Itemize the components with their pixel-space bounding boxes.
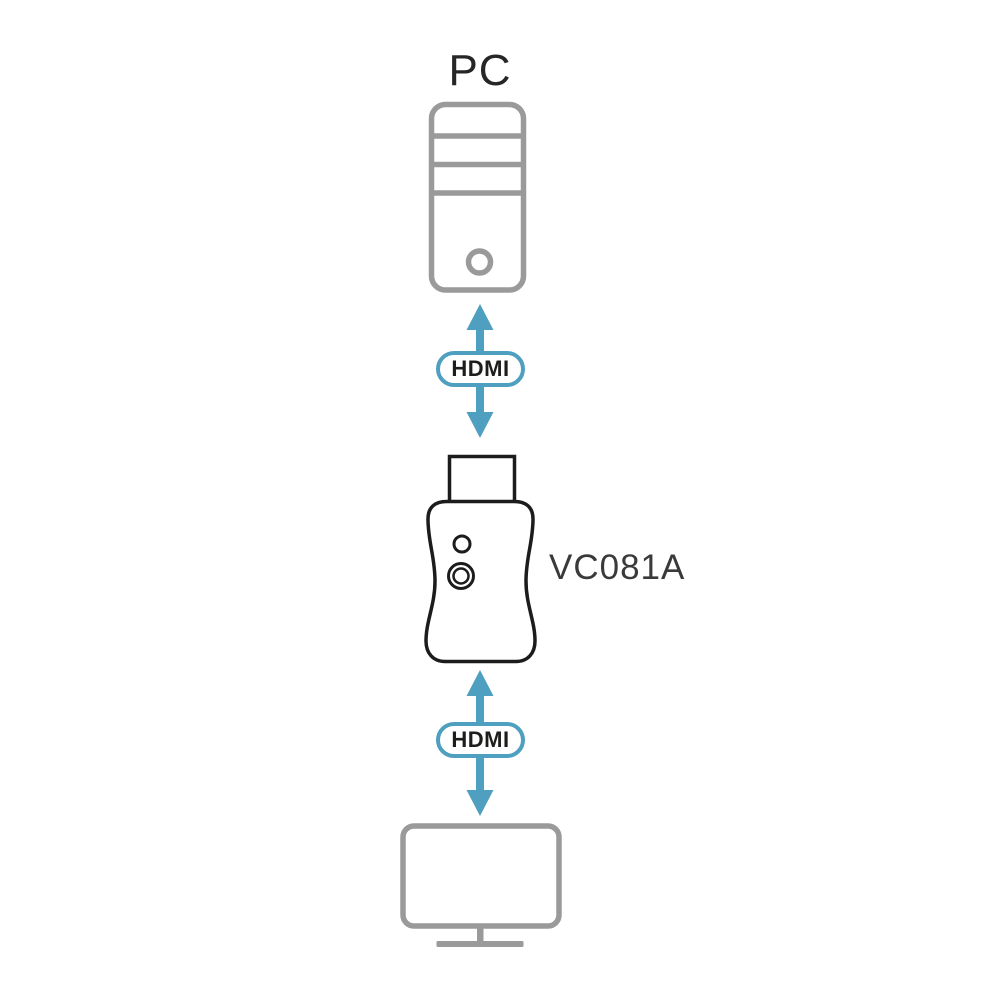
hdmi-badge-bottom: HDMI: [436, 722, 525, 758]
pc-tower-power-button: [465, 248, 494, 276]
monitor-screen: [400, 823, 562, 929]
device-model-label: VC081A: [549, 548, 686, 587]
vc081a-device-icon: [424, 454, 537, 664]
pc-tower-icon: [428, 101, 527, 293]
hdmi-badge-bottom-label: HDMI: [451, 727, 510, 752]
hdmi-badge-top: HDMI: [436, 351, 525, 387]
vc081a-button-inner: [452, 567, 470, 585]
pc-label: PC: [448, 46, 512, 95]
monitor-stand-base: [436, 941, 524, 947]
vc081a-body: [424, 499, 537, 664]
vc081a-hdmi-connector: [447, 454, 517, 503]
monitor-icon: [400, 823, 562, 947]
vc081a-led: [452, 534, 472, 554]
hdmi-badge-top-label: HDMI: [451, 356, 510, 381]
pc-tower-case: [428, 101, 527, 293]
monitor-stand-stem: [477, 926, 484, 943]
